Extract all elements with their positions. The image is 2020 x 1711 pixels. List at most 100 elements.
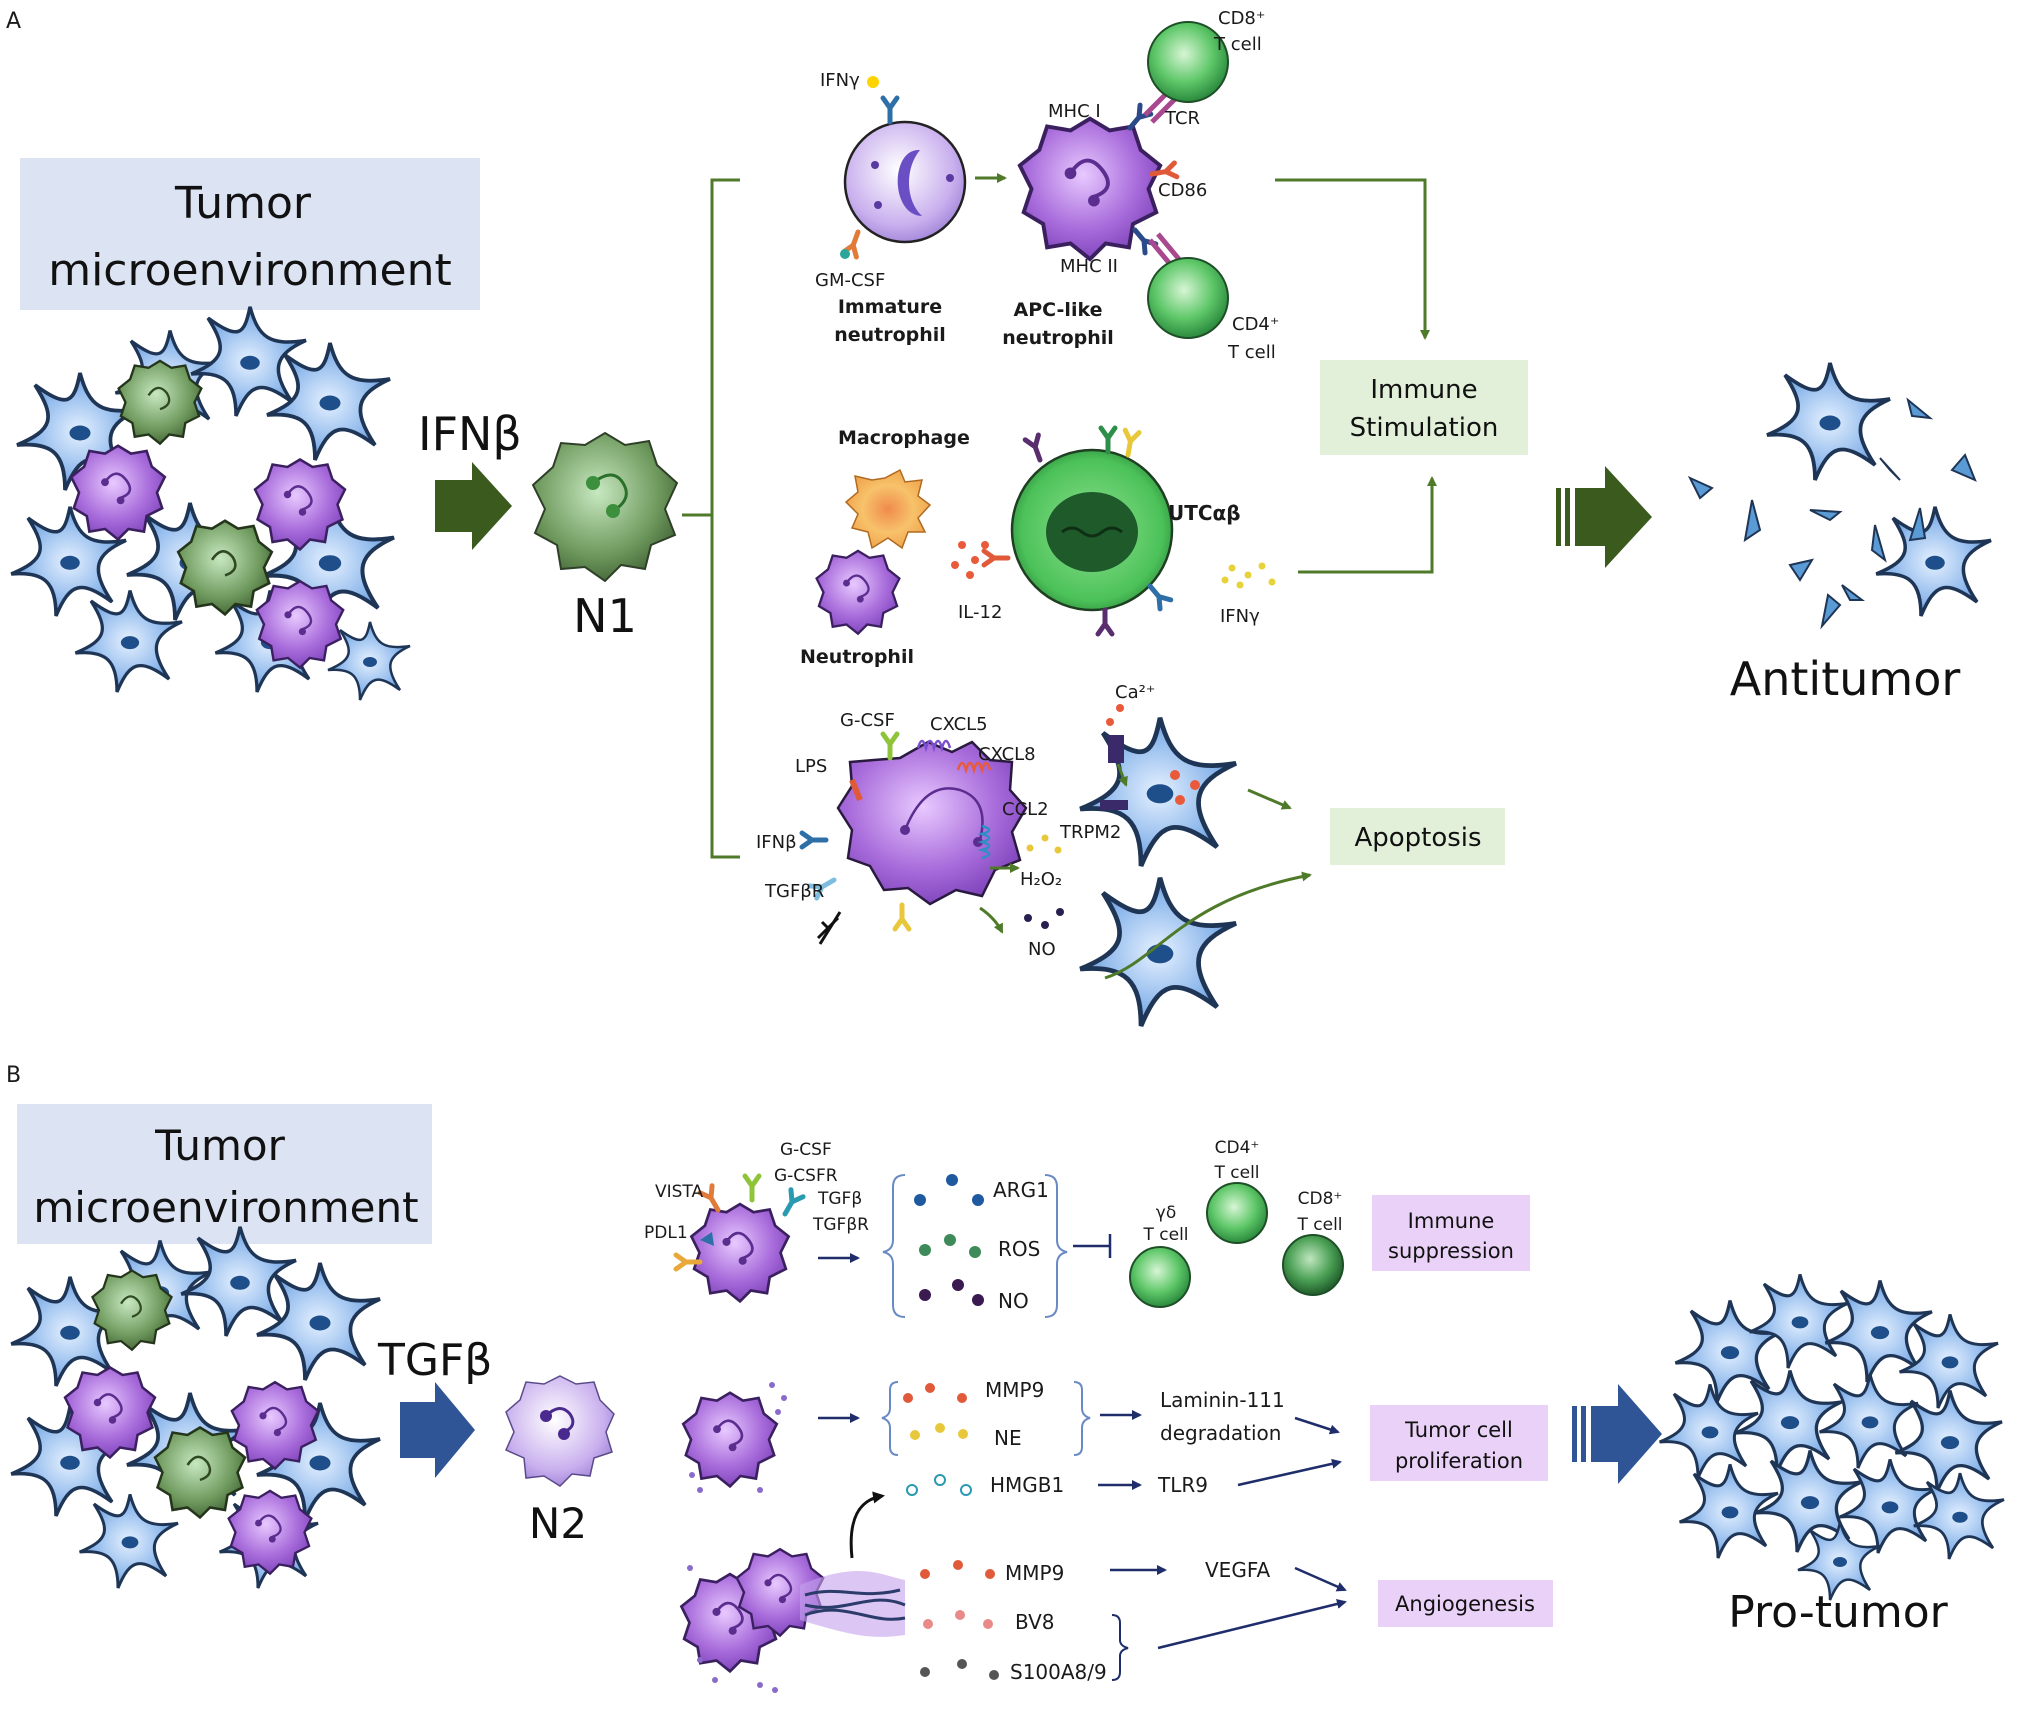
label-mmp9-r2: MMP9 <box>985 1378 1044 1402</box>
immune-suppression-box <box>1372 1195 1530 1271</box>
label-cxcl8: CXCL8 <box>978 744 1036 765</box>
tme-box-a <box>20 158 480 310</box>
n1-label: N1 <box>573 589 637 643</box>
label-immature-line2: neutrophil <box>834 324 946 346</box>
label-cd4-line2: T cell <box>1227 342 1276 363</box>
label-cd4-b-line2: T cell <box>1213 1163 1259 1183</box>
label-no-b: NO <box>998 1289 1029 1313</box>
label-no-a: NO <box>1028 939 1056 960</box>
label-ccl2: CCL2 <box>1002 799 1049 820</box>
label-laminin-line2: degradation <box>1160 1421 1281 1445</box>
label-pdl1: PDL1 <box>644 1223 688 1243</box>
pathway-3: G-CSF CXCL5 CXCL8 LPS CCL2 TRPM2 IFNβ TG… <box>756 682 1312 1026</box>
panel-a-letter: A <box>6 9 21 34</box>
label-laminin-line1: Laminin-111 <box>1160 1388 1285 1412</box>
tumor-cluster-b <box>9 1225 382 1590</box>
label-cd8-b-line1: CD8⁺ <box>1298 1189 1343 1209</box>
label-mmp9-r3: MMP9 <box>1005 1561 1064 1585</box>
label-ros: ROS <box>998 1237 1040 1261</box>
tme-title-a-line2: microenvironment <box>48 245 452 296</box>
tumor-proliferation-line2: proliferation <box>1395 1449 1523 1473</box>
tumor-proliferation-box <box>1370 1405 1548 1481</box>
antitumor-cells <box>1687 361 1993 630</box>
immune-stim-line1: Immune <box>1370 375 1477 405</box>
bracket-a <box>682 178 740 859</box>
label-arg1: ARG1 <box>993 1178 1049 1202</box>
angiogenesis-box <box>1378 1580 1553 1627</box>
n2-label: N2 <box>529 1499 587 1548</box>
label-bv8: BV8 <box>1015 1610 1055 1634</box>
outcome-arrow-b <box>1572 1384 1662 1484</box>
inducer-tgfb: TGFβ <box>377 1335 492 1386</box>
apoptosis-box <box>1330 808 1505 865</box>
label-tcr: TCR <box>1164 108 1200 129</box>
label-ca: Ca²⁺ <box>1115 682 1155 703</box>
label-immature-line1: Immature <box>838 296 942 318</box>
label-gcsf-a: G-CSF <box>840 710 895 731</box>
label-il12: IL-12 <box>958 602 1002 623</box>
antitumor-label: Antitumor <box>1730 652 1961 706</box>
label-trpm2: TRPM2 <box>1059 822 1121 843</box>
label-tgfbr-a: TGFβR <box>764 881 824 902</box>
label-gd-line1: γδ <box>1156 1203 1176 1223</box>
label-gd-line2: T cell <box>1142 1225 1188 1245</box>
label-tgfb-b: TGFβ <box>817 1189 862 1209</box>
tme-title-b-line2: microenvironment <box>33 1183 418 1232</box>
label-cd86: CD86 <box>1158 180 1207 201</box>
label-ifng-2: IFNγ <box>1220 606 1260 627</box>
label-cd8-b-line2: T cell <box>1296 1215 1342 1235</box>
tme-title-b-line1: Tumor <box>154 1121 286 1170</box>
pathway-2: Macrophage Neutrophil IL-12 UTCαβ IFNγ <box>800 427 1276 668</box>
label-s100: S100A8/9 <box>1010 1660 1107 1684</box>
n1-cell <box>531 431 679 583</box>
protumor-label: Pro-tumor <box>1728 1587 1948 1638</box>
label-cd8-line1: CD8⁺ <box>1218 8 1265 29</box>
label-mhc2: MHC II <box>1060 256 1118 277</box>
label-cd4-line1: CD4⁺ <box>1232 314 1279 335</box>
label-hmgb1: HMGB1 <box>990 1473 1064 1497</box>
label-gmcsf: GM-CSF <box>815 270 885 291</box>
immune-suppression-line2: suppression <box>1388 1239 1514 1263</box>
pathway-1: IFNγ GM-CSF Immature neutrophil MHC I TC… <box>815 8 1279 363</box>
label-mhc1: MHC I <box>1048 101 1101 122</box>
inducer-ifnb: IFNβ <box>418 407 522 461</box>
label-vista: VISTA <box>655 1182 703 1202</box>
label-gcsfr-b: G-CSFR <box>774 1166 838 1186</box>
row-2: MMP9 NE Laminin-111 degradation HMGB1 TL… <box>681 1378 1342 1559</box>
label-tgfbr-b: TGFβR <box>812 1215 869 1235</box>
label-utc: UTCαβ <box>1168 501 1241 525</box>
label-lps: LPS <box>795 756 827 777</box>
label-ne: NE <box>994 1426 1022 1450</box>
apoptosis-label: Apoptosis <box>1354 823 1481 853</box>
label-apc-line1: APC-like <box>1014 299 1103 321</box>
row-1: VISTA PDL1 G-CSF G-CSFR TGFβ TGFβR ARG1 … <box>644 1138 1344 1318</box>
label-gcsf-b: G-CSF <box>780 1140 832 1160</box>
tumor-proliferation-line1: Tumor cell <box>1404 1418 1513 1442</box>
label-tlr9: TLR9 <box>1157 1473 1208 1497</box>
label-vegfa: VEGFA <box>1205 1558 1270 1582</box>
protumor-cluster <box>1658 1272 2006 1602</box>
arrow-ifnb <box>435 462 512 550</box>
tme-title-a-line1: Tumor <box>174 178 312 229</box>
tumor-cluster-a <box>9 305 412 702</box>
angiogenesis-label: Angiogenesis <box>1395 1592 1535 1616</box>
label-apc-line2: neutrophil <box>1002 327 1114 349</box>
row-3: MMP9 VEGFA BV8 S100A8/9 <box>680 1547 1347 1693</box>
label-ifnb-a: IFNβ <box>756 832 797 853</box>
label-h2o2: H₂O₂ <box>1020 869 1062 890</box>
immune-stim-line2: Stimulation <box>1350 413 1499 443</box>
outcome-arrow-a <box>1556 466 1652 568</box>
label-cxcl5: CXCL5 <box>930 714 988 735</box>
label-cd4-b-line1: CD4⁺ <box>1215 1138 1260 1158</box>
n2-cell <box>505 1375 615 1487</box>
label-neutrophil: Neutrophil <box>800 646 914 668</box>
immune-stimulation-box <box>1320 360 1528 455</box>
label-ifng-1: IFNγ <box>820 70 860 91</box>
immune-suppression-line1: Immune <box>1408 1209 1495 1233</box>
panel-b-letter: B <box>6 1063 21 1088</box>
label-macrophage: Macrophage <box>838 427 970 449</box>
tme-box-b <box>17 1104 432 1244</box>
label-cd8-line2: T cell <box>1213 34 1262 55</box>
